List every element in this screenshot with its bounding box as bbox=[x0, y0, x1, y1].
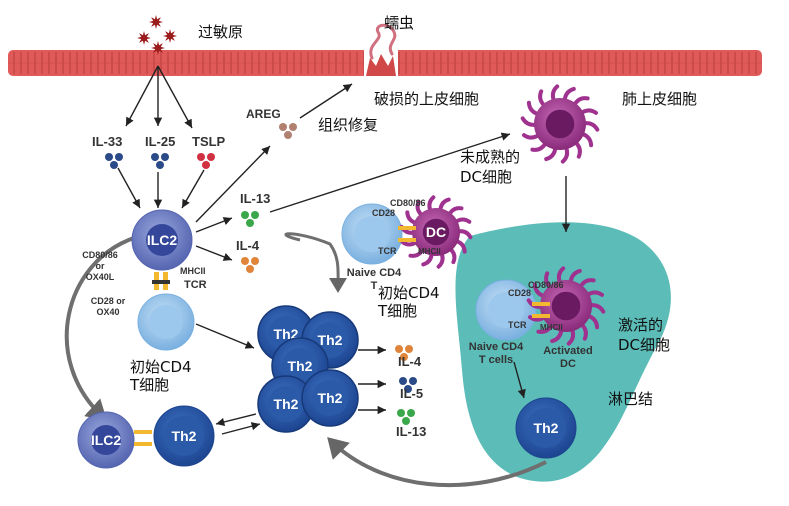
arrows bbox=[117, 65, 571, 435]
th2-cluster-label: Th2 bbox=[318, 390, 343, 406]
mhcii-label-mid: MHCII bbox=[418, 247, 441, 256]
activated-dc-cell bbox=[526, 266, 606, 346]
th2-lymph-label: Th2 bbox=[534, 420, 559, 436]
helminth-icon bbox=[369, 23, 397, 60]
mhcii-label-lymph: MHCII bbox=[540, 323, 563, 332]
tissue-repair-label: 组织修复 bbox=[318, 116, 378, 134]
th2-cluster-label: Th2 bbox=[274, 326, 299, 342]
mhcii-label-left: MHCII bbox=[180, 266, 206, 276]
th2-cluster-label: Th2 bbox=[318, 332, 343, 348]
out-il5-label: IL-5 bbox=[400, 386, 423, 401]
tcr-label-mid: TCR bbox=[378, 246, 397, 256]
il13-label: IL-13 bbox=[240, 191, 270, 206]
out-il13-label: IL-13 bbox=[396, 424, 426, 439]
dc-label: DC bbox=[426, 224, 446, 240]
out-il4-label: IL-4 bbox=[398, 354, 422, 369]
th2-cell-bottom: Th2 bbox=[153, 405, 215, 467]
th2-bottom-label: Th2 bbox=[172, 428, 197, 444]
helminth-label: 蠕虫 bbox=[384, 14, 414, 32]
cd28-label-lymph: CD28 bbox=[508, 288, 531, 298]
naive-cd4-t-cell-lymph bbox=[475, 279, 537, 341]
naive-cd4-t-cell-mid bbox=[341, 203, 403, 265]
th2-cluster-label: Th2 bbox=[288, 358, 313, 374]
il33-label: IL-33 bbox=[92, 134, 122, 149]
tcr-mhcii-lymph bbox=[532, 302, 550, 318]
tcr-label-left: TCR bbox=[184, 279, 207, 291]
curved-arrows bbox=[64, 232, 547, 487]
cd28-label-mid: CD28 bbox=[372, 208, 395, 218]
receptor-pair bbox=[152, 272, 170, 290]
areg-label: AREG bbox=[246, 107, 281, 121]
allergen-label: 过敏原 bbox=[198, 23, 243, 41]
naive-cd4-t-cell bbox=[137, 293, 195, 351]
dendritic-cell-mid: DC bbox=[399, 195, 473, 269]
ilc2-bottom-label: ILC2 bbox=[91, 432, 122, 448]
cytokine-dots bbox=[105, 123, 417, 425]
il25-label: IL-25 bbox=[145, 134, 175, 149]
ilc2-cell-bottom: ILC2 bbox=[77, 411, 135, 469]
tslp-label: TSLP bbox=[192, 134, 226, 149]
immature-dc-cell bbox=[520, 84, 600, 164]
tcr-mhcii-mid bbox=[398, 226, 416, 242]
damaged-epithelium-gap bbox=[364, 48, 398, 78]
cd80-86-label-mid: CD80/86 bbox=[390, 198, 426, 208]
ilc2-cell: ILC2 bbox=[131, 209, 193, 271]
damaged-epithelium-label: 破损的上皮细胞 bbox=[374, 90, 479, 108]
tcr-label-lymph: TCR bbox=[508, 320, 527, 330]
lung-epithelium-label: 肺上皮细胞 bbox=[622, 90, 697, 108]
lymph-node-label: 淋巴结 bbox=[608, 390, 653, 408]
allergen-icon bbox=[137, 15, 177, 55]
th2-cluster-label: Th2 bbox=[274, 396, 299, 412]
ilc2-label: ILC2 bbox=[147, 232, 178, 248]
th2-cell-lymph: Th2 bbox=[515, 397, 577, 459]
cd80-86-label-lymph: CD80/86 bbox=[528, 280, 564, 290]
receptor-pair-bottom bbox=[134, 430, 152, 446]
il4-label: IL-4 bbox=[236, 238, 260, 253]
